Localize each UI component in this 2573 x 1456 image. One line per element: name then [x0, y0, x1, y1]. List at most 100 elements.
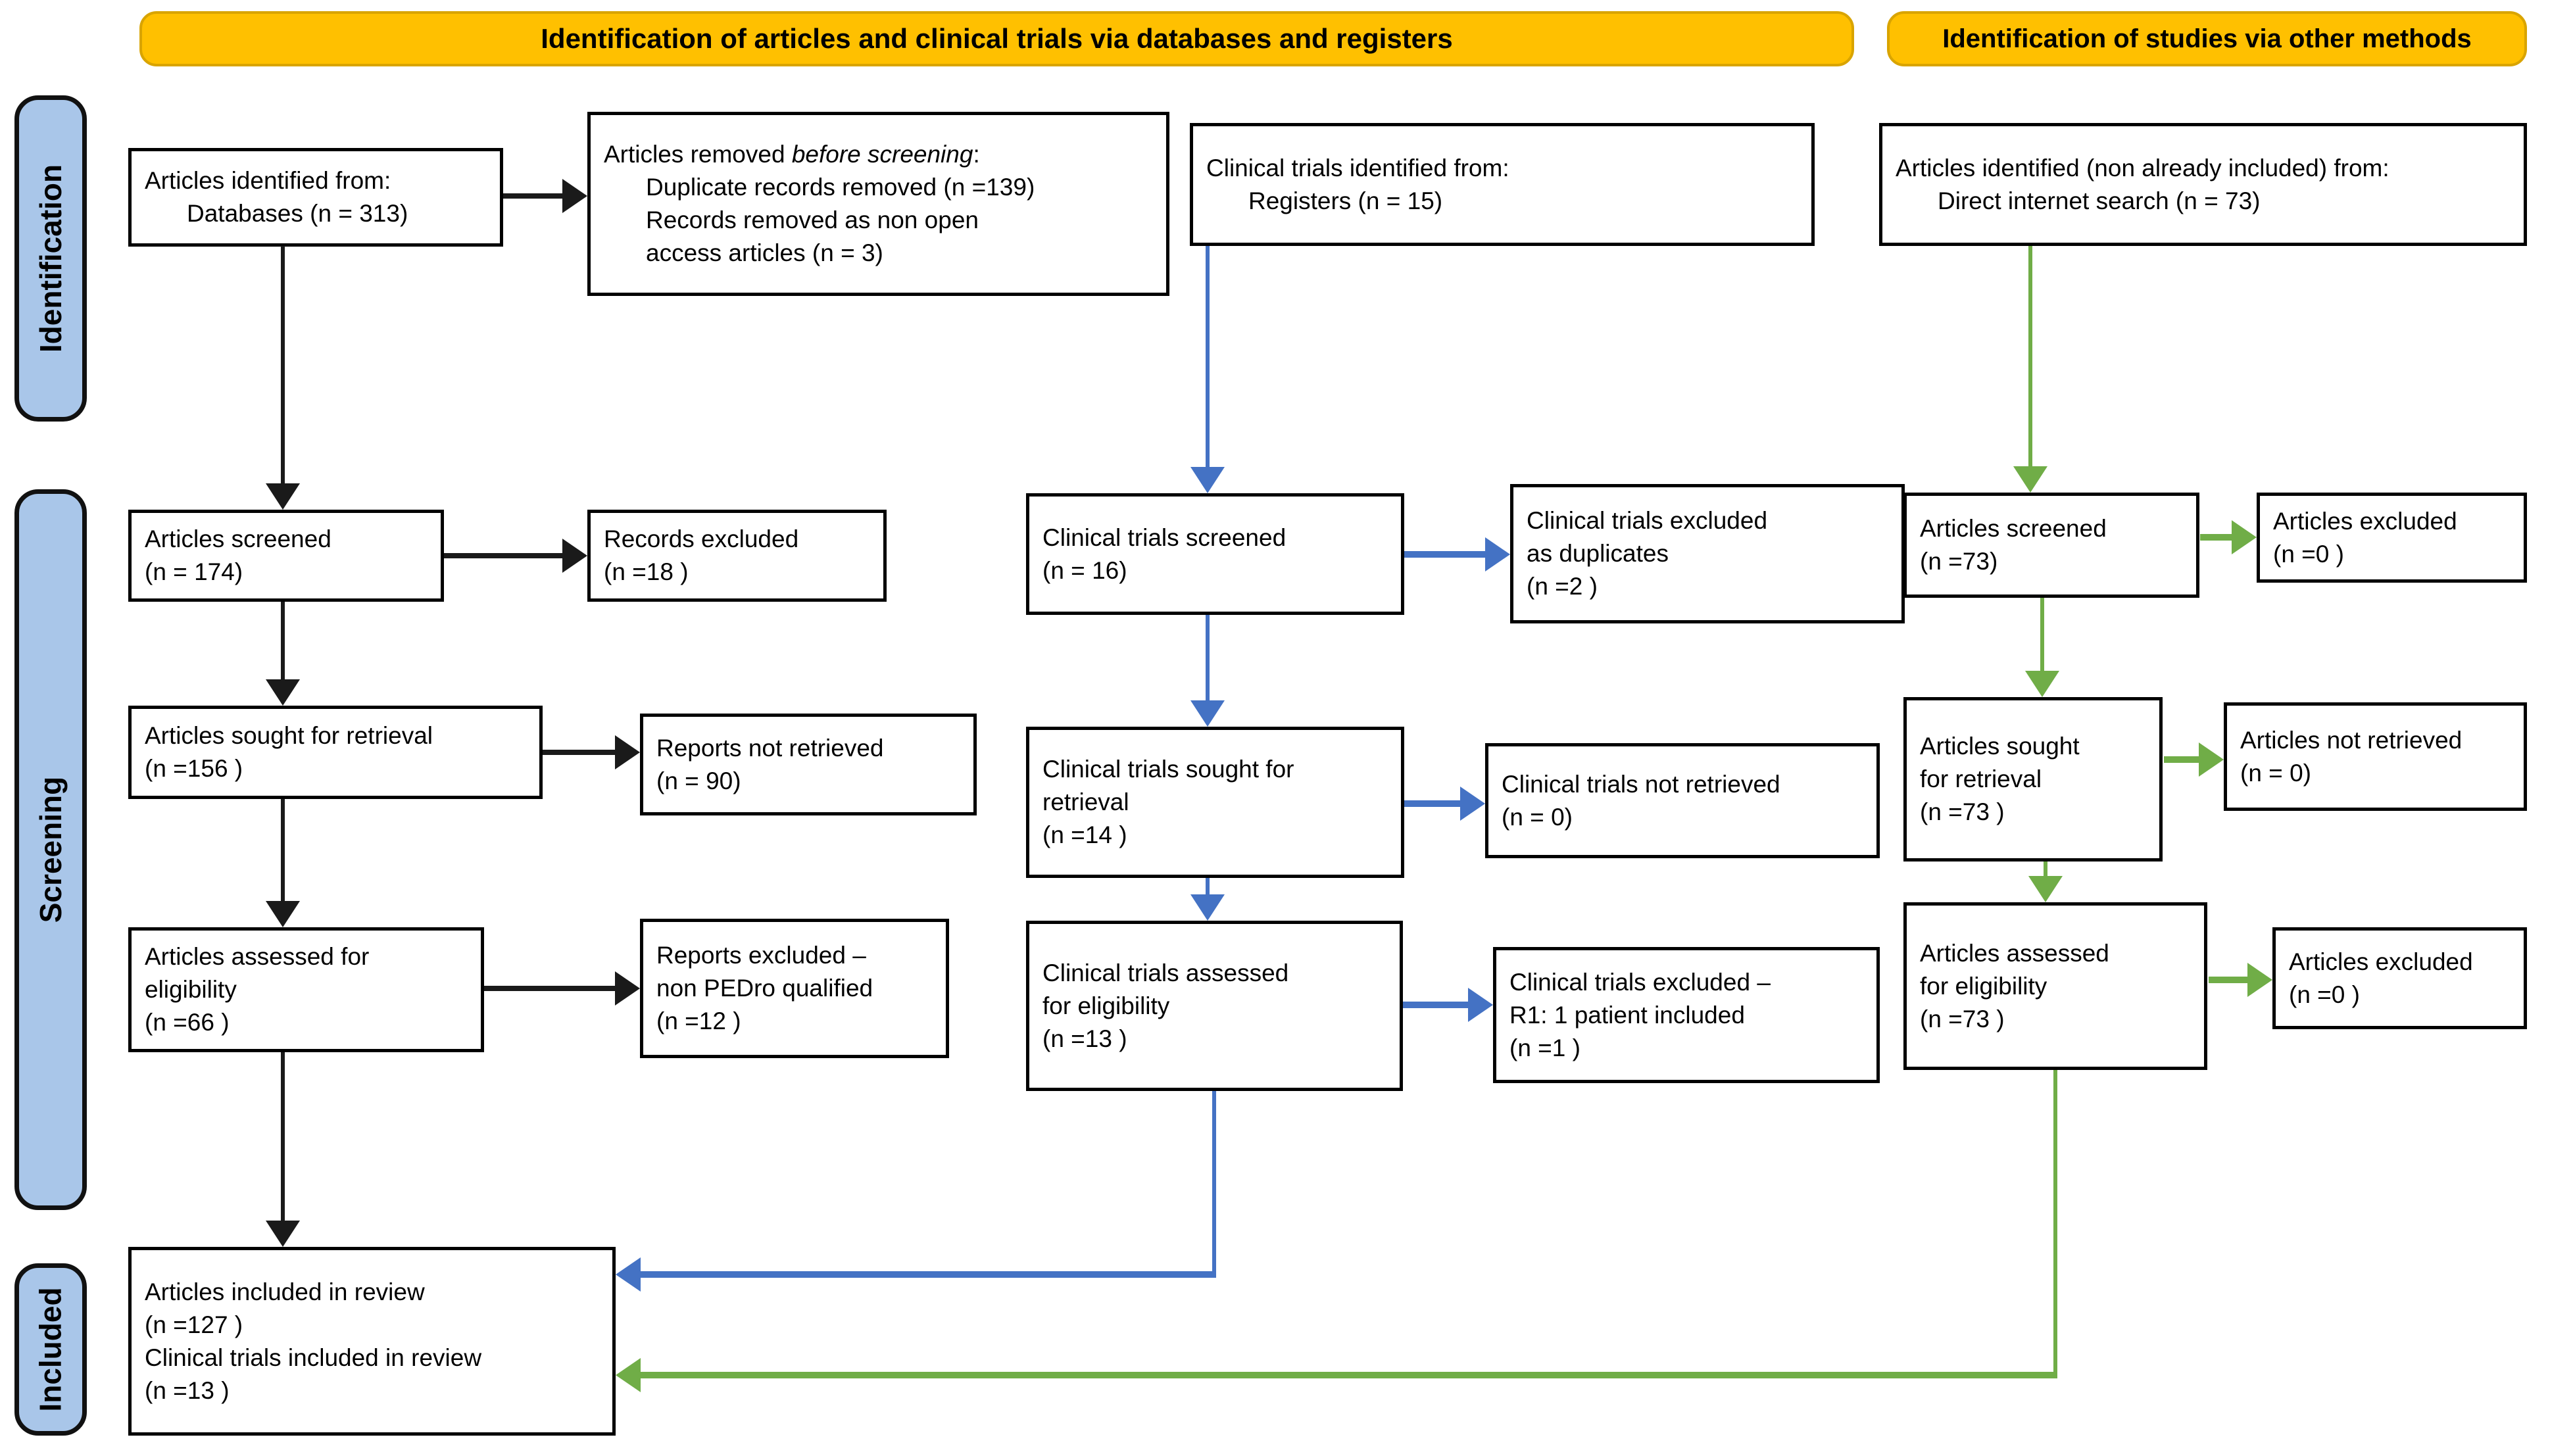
flow-line	[281, 602, 285, 679]
box-articles-removed: Articles removed before screening: Dupli…	[587, 112, 1169, 296]
arrowhead-left-icon	[616, 1257, 641, 1292]
box-text-line: Databases (n = 313)	[187, 200, 408, 227]
arrowhead-right-icon	[2247, 963, 2272, 997]
box-text-line: Clinical trials excluded	[1527, 507, 1768, 534]
box-text-line: (n =127 )	[145, 1311, 243, 1338]
box-text-line: Articles screened	[145, 525, 331, 552]
box-other-identified: Articles identified (non already include…	[1879, 123, 2527, 246]
box-other-excluded-screening: Articles excluded (n =0 )	[2257, 493, 2527, 583]
box-trials-excluded-r1: Clinical trials excluded – R1: 1 patient…	[1493, 947, 1880, 1083]
box-text-line: Articles screened	[1920, 515, 2107, 542]
box-other-excluded-eligibility: Articles excluded (n =0 )	[2272, 927, 2527, 1029]
flow-line	[1206, 615, 1210, 700]
arrowhead-right-icon	[2232, 520, 2257, 554]
arrowhead-right-icon	[2199, 742, 2224, 777]
box-text-line: (n =73)	[1920, 548, 1998, 575]
flow-line	[639, 1271, 1214, 1278]
arrowhead-down-icon	[2013, 466, 2047, 493]
stage-included-label: Included	[34, 1287, 68, 1412]
box-text-line: (n = 0)	[1502, 803, 1573, 831]
flow-line	[2200, 534, 2232, 541]
box-text-line: (n =13 )	[1042, 1025, 1127, 1052]
box-text-line: Registers (n = 15)	[1248, 187, 1443, 214]
flow-line	[2044, 861, 2047, 876]
box-reports-excluded: Reports excluded – non PEDro qualified (…	[640, 919, 949, 1058]
stage-included: Included	[14, 1263, 87, 1436]
box-trials-identified: Clinical trials identified from: Registe…	[1190, 123, 1815, 246]
arrowhead-left-icon	[616, 1358, 641, 1392]
arrowhead-down-icon	[266, 1221, 300, 1247]
banner-databases-registers: Identification of articles and clinical …	[139, 11, 1854, 66]
box-text-line: non PEDro qualified	[656, 975, 873, 1002]
box-text-line: R1: 1 patient included	[1509, 1001, 1745, 1029]
box-text-line: (n =156 )	[145, 755, 243, 782]
box-text-line: retrieval	[1042, 789, 1129, 815]
box-trials-excluded-duplicates: Clinical trials excluded as duplicates (…	[1510, 484, 1905, 623]
box-text-line: Clinical trials identified from:	[1206, 154, 1509, 182]
box-text-line: Articles removed before screening:	[604, 141, 980, 168]
box-text-line: (n =14 )	[1042, 821, 1127, 848]
box-text-line: Duplicate records removed (n =139)	[646, 174, 1035, 201]
arrowhead-right-icon	[1460, 787, 1485, 821]
box-text-line: as duplicates	[1527, 540, 1669, 567]
box-text-line: Clinical trials excluded –	[1509, 968, 1771, 996]
arrowhead-down-icon	[1190, 700, 1225, 727]
banner-other-methods: Identification of studies via other meth…	[1887, 11, 2527, 66]
flow-line	[484, 986, 615, 991]
box-text-line: (n =66 )	[145, 1009, 230, 1036]
flow-line	[281, 1052, 285, 1221]
box-text-line: Records removed as non open	[646, 206, 979, 233]
box-trials-screened: Clinical trials screened (n = 16)	[1026, 493, 1404, 615]
box-text-line: Direct internet search (n = 73)	[1938, 187, 2261, 214]
arrowhead-right-icon	[562, 179, 587, 213]
arrowhead-right-icon	[562, 539, 587, 573]
banner-other-label: Identification of studies via other meth…	[1942, 24, 2472, 53]
box-text-line: Clinical trials sought for	[1042, 756, 1294, 783]
box-trials-not-retrieved: Clinical trials not retrieved (n = 0)	[1485, 743, 1880, 858]
flow-line	[444, 553, 562, 558]
box-text-line: Articles assessed for	[145, 943, 370, 970]
box-text-line: Clinical trials not retrieved	[1502, 770, 1780, 798]
box-text-line: Articles excluded	[2273, 507, 2457, 535]
arrowhead-down-icon	[1190, 894, 1225, 921]
flow-line	[543, 750, 615, 755]
flow-line	[2028, 246, 2032, 466]
box-included-review: Articles included in review (n =127 ) Cl…	[128, 1247, 616, 1436]
arrowhead-down-icon	[2025, 671, 2059, 697]
flow-line	[1404, 800, 1460, 807]
stage-screening-label: Screening	[34, 776, 68, 923]
arrowhead-right-icon	[615, 971, 640, 1006]
box-text-line: eligibility	[145, 976, 237, 1003]
arrowhead-down-icon	[266, 483, 300, 510]
flow-line	[2053, 1070, 2057, 1378]
box-text-line: (n =0 )	[2289, 981, 2360, 1008]
flow-line	[639, 1372, 2055, 1378]
box-text-line: Articles assessed	[1920, 939, 2109, 967]
box-reports-not-retrieved: Reports not retrieved (n = 90)	[640, 714, 977, 815]
flow-line	[1404, 551, 1485, 558]
flow-line	[281, 246, 285, 483]
box-text-line: Articles identified (non already include…	[1896, 154, 2389, 182]
box-text-line: (n =1 )	[1509, 1034, 1581, 1061]
box-other-sought: Articles sought for retrieval (n =73 )	[1903, 697, 2163, 861]
banner-databases-label: Identification of articles and clinical …	[541, 23, 1453, 54]
box-text-line: Clinical trials included in review	[145, 1344, 482, 1371]
flow-line	[1212, 1091, 1216, 1278]
flow-line	[1206, 246, 1210, 467]
box-text-line: (n =0 )	[2273, 540, 2344, 568]
box-text-line: for eligibility	[1042, 992, 1170, 1019]
flow-line	[2040, 598, 2044, 671]
box-text-line: (n =73 )	[1920, 798, 2005, 825]
box-text-line: Clinical trials screened	[1042, 523, 1286, 551]
box-text-line: Records excluded	[604, 525, 799, 552]
stage-screening: Screening	[14, 489, 87, 1210]
box-text-line: Articles sought	[1920, 733, 2080, 760]
arrowhead-down-icon	[2028, 876, 2063, 902]
box-text-line: (n = 16)	[1042, 556, 1127, 584]
box-text-line: Reports excluded –	[656, 942, 866, 969]
box-records-excluded: Records excluded (n =18 )	[587, 510, 887, 602]
arrowhead-right-icon	[1468, 988, 1493, 1022]
arrowhead-down-icon	[1190, 467, 1225, 493]
box-text-line: Articles identified from:	[145, 167, 391, 194]
